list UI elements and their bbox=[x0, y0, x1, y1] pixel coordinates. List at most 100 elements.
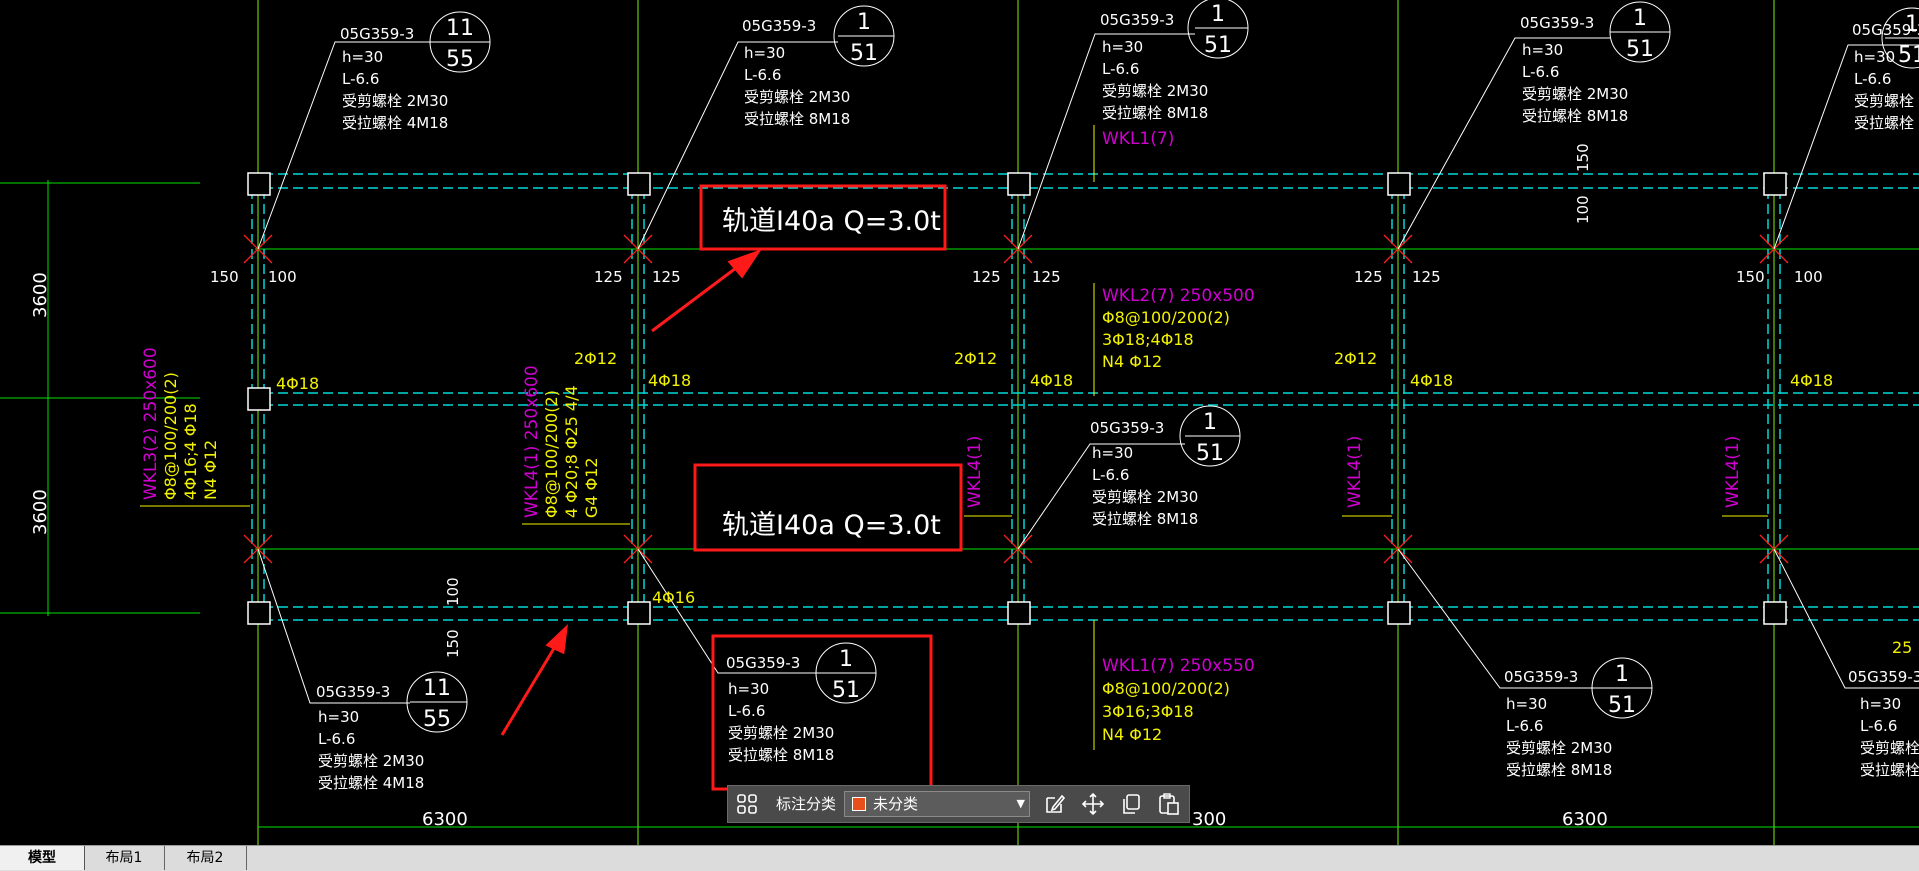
column-axis-lines bbox=[257, 0, 1775, 845]
svg-text:150: 150 bbox=[210, 268, 239, 286]
svg-text:05G359-3: 05G359-3 bbox=[1504, 668, 1578, 686]
svg-text:受剪螺栓 2M30: 受剪螺栓 2M30 bbox=[1102, 82, 1208, 100]
svg-text:受剪螺栓 2M30: 受剪螺栓 2M30 bbox=[1854, 92, 1919, 110]
svg-text:4 Φ20;8 Φ25 4/4: 4 Φ20;8 Φ25 4/4 bbox=[562, 385, 581, 518]
svg-text:11: 11 bbox=[446, 16, 474, 41]
svg-text:L-6.6: L-6.6 bbox=[1102, 60, 1139, 78]
svg-text:4Φ18: 4Φ18 bbox=[1030, 371, 1073, 390]
beam-label-wkl1-top: WKL1(7) bbox=[1102, 129, 1174, 149]
svg-text:受剪螺栓 2M30: 受剪螺栓 2M30 bbox=[1506, 739, 1612, 757]
detail-ref-3: 05G359-3 1 51 h=30 L-6.6 受剪螺栓 2M30 受拉螺栓 … bbox=[1100, 0, 1249, 122]
tab-model[interactable]: 模型 bbox=[0, 846, 85, 870]
cad-canvas[interactable]: 05G359-3 11 55 h=30 L-6.6 受剪螺栓 2M30 受拉螺栓… bbox=[0, 0, 1919, 845]
svg-text:4Φ18: 4Φ18 bbox=[1790, 371, 1833, 390]
move-icon[interactable] bbox=[1080, 791, 1106, 817]
color-swatch bbox=[852, 797, 866, 811]
svg-text:受剪螺栓 2M30: 受剪螺栓 2M30 bbox=[1860, 739, 1919, 757]
svg-text:受剪螺栓 2M30: 受剪螺栓 2M30 bbox=[1092, 488, 1198, 506]
svg-text:11: 11 bbox=[423, 676, 451, 701]
svg-text:100: 100 bbox=[268, 268, 297, 286]
svg-text:05G359-3: 05G359-3 bbox=[1520, 14, 1594, 32]
detail-ref-6: 05G359-3 1 51 h=30 L-6.6 受剪螺栓 2M30 受拉螺栓 … bbox=[1090, 405, 1241, 528]
svg-text:L-6.6: L-6.6 bbox=[1506, 717, 1543, 735]
detail-ref-10: 05G359-3 h=30 L-6.6 受剪螺栓 2M30 受拉螺栓 8M18 bbox=[1848, 668, 1919, 779]
rail-highlight-box-1 bbox=[699, 184, 947, 251]
svg-text:300: 300 bbox=[1192, 809, 1226, 830]
svg-text:h=30: h=30 bbox=[728, 680, 769, 698]
svg-text:150: 150 bbox=[444, 629, 462, 658]
svg-text:2Φ12: 2Φ12 bbox=[574, 349, 617, 368]
svg-text:受剪螺栓 2M30: 受剪螺栓 2M30 bbox=[318, 752, 424, 770]
svg-text:L-6.6: L-6.6 bbox=[728, 702, 765, 720]
svg-text:3600: 3600 bbox=[30, 489, 51, 535]
svg-text:51: 51 bbox=[832, 678, 860, 703]
svg-text:4Φ16;4 Φ18: 4Φ16;4 Φ18 bbox=[181, 403, 200, 500]
edit-icon[interactable] bbox=[1042, 791, 1068, 817]
svg-text:55: 55 bbox=[446, 47, 474, 72]
svg-text:4Φ18: 4Φ18 bbox=[1410, 371, 1453, 390]
svg-text:3Φ18;4Φ18: 3Φ18;4Φ18 bbox=[1102, 330, 1194, 349]
beam-label-wkl4-b: WKL4(1) bbox=[1345, 436, 1365, 508]
annotation-category-label: 标注分类 bbox=[776, 795, 837, 813]
svg-text:2Φ12: 2Φ12 bbox=[954, 349, 997, 368]
svg-text:125: 125 bbox=[652, 268, 681, 286]
svg-text:Φ8@100/200(2): Φ8@100/200(2) bbox=[542, 390, 561, 518]
svg-text:100: 100 bbox=[1794, 268, 1823, 286]
annotation-category-value: 未分类 bbox=[873, 795, 919, 813]
svg-text:受拉螺栓 8M18: 受拉螺栓 8M18 bbox=[1506, 761, 1612, 779]
beam-label-wkl4-a: WKL4(1) bbox=[965, 436, 985, 508]
svg-text:51: 51 bbox=[1608, 693, 1636, 718]
svg-text:L-6.6: L-6.6 bbox=[1860, 717, 1897, 735]
columns bbox=[247, 172, 1787, 625]
svg-text:h=30: h=30 bbox=[342, 48, 383, 66]
svg-text:125: 125 bbox=[972, 268, 1001, 286]
svg-text:WKL3(2) 250x600: WKL3(2) 250x600 bbox=[141, 347, 161, 500]
svg-text:6300: 6300 bbox=[422, 809, 468, 830]
svg-text:WKL1(7) 250x550: WKL1(7) 250x550 bbox=[1102, 656, 1255, 676]
svg-text:N4 Φ12: N4 Φ12 bbox=[1102, 725, 1162, 744]
beam-label-wkl4-c: WKL4(1) bbox=[1723, 436, 1743, 508]
svg-text:受拉螺栓 8M18: 受拉螺栓 8M18 bbox=[744, 110, 850, 128]
svg-text:05G359-3: 05G359-3 bbox=[316, 683, 390, 701]
svg-text:h=30: h=30 bbox=[1092, 444, 1133, 462]
tab-layout-2[interactable]: 布局2 bbox=[164, 846, 247, 870]
svg-text:4Φ18: 4Φ18 bbox=[648, 371, 691, 390]
dimension-texts: 3600 3600 6300 6300 300 150 100 125 125 … bbox=[30, 143, 1823, 830]
layout-tab-bar: 模型 布局1 布局2 bbox=[0, 845, 1919, 871]
svg-text:1: 1 bbox=[1633, 6, 1647, 31]
svg-text:L-6.6: L-6.6 bbox=[744, 66, 781, 84]
svg-text:100: 100 bbox=[444, 577, 462, 606]
tab-layout-1[interactable]: 布局1 bbox=[84, 846, 165, 870]
beam-label-wkl1-bottom: WKL1(7) 250x550 Φ8@100/200(2) 3Φ16;3Φ18 … bbox=[1093, 620, 1255, 750]
svg-text:受拉螺栓 8M18: 受拉螺栓 8M18 bbox=[1522, 107, 1628, 125]
svg-text:05G359-3: 05G359-3 bbox=[742, 17, 816, 35]
svg-text:WKL2(7) 250x500: WKL2(7) 250x500 bbox=[1102, 286, 1255, 306]
leader-lines bbox=[257, 33, 1919, 704]
svg-text:1: 1 bbox=[1211, 2, 1225, 27]
beam-label-partial: 25 bbox=[1892, 638, 1912, 657]
paste-icon[interactable] bbox=[1156, 791, 1182, 817]
annotation-category-select[interactable]: 未分类 ▼ bbox=[844, 791, 1030, 817]
svg-text:2Φ12: 2Φ12 bbox=[1334, 349, 1377, 368]
detail-ref-9: 05G359-3 1 51 h=30 L-6.6 受剪螺栓 2M30 受拉螺栓 … bbox=[1504, 657, 1653, 779]
svg-text:3Φ16;3Φ18: 3Φ16;3Φ18 bbox=[1102, 702, 1194, 721]
svg-text:51: 51 bbox=[1204, 33, 1232, 58]
svg-text:h=30: h=30 bbox=[1854, 48, 1895, 66]
svg-text:WKL4(1) 250x600: WKL4(1) 250x600 bbox=[522, 365, 542, 518]
detail-ref-4: 05G359-3 1 51 h=30 L-6.6 受剪螺栓 2M30 受拉螺栓 … bbox=[1520, 1, 1671, 125]
annotation-toolbar: 标注分类 未分类 ▼ bbox=[727, 785, 1190, 823]
svg-text:受剪螺栓 2M30: 受剪螺栓 2M30 bbox=[1522, 85, 1628, 103]
svg-text:N4 Φ12: N4 Φ12 bbox=[1102, 352, 1162, 371]
detail-ref-8: 05G359-3 1 51 h=30 L-6.6 受剪螺栓 2M30 受拉螺栓 … bbox=[726, 642, 877, 764]
detail-ref-1: 05G359-3 11 55 h=30 L-6.6 受剪螺栓 2M30 受拉螺栓… bbox=[340, 11, 491, 132]
svg-text:125: 125 bbox=[1032, 268, 1061, 286]
svg-text:51: 51 bbox=[1626, 37, 1654, 62]
svg-text:1: 1 bbox=[1203, 410, 1217, 435]
rebar-labels: 4Φ18 4Φ18 4Φ18 4Φ18 4Φ18 2Φ12 2Φ12 2Φ12 … bbox=[276, 349, 1833, 607]
copy-icon[interactable] bbox=[1118, 791, 1144, 817]
svg-text:1: 1 bbox=[839, 647, 853, 672]
svg-text:h=30: h=30 bbox=[318, 708, 359, 726]
svg-text:L-6.6: L-6.6 bbox=[1522, 63, 1559, 81]
svg-text:51: 51 bbox=[850, 41, 878, 66]
grid-icon[interactable] bbox=[734, 791, 760, 817]
